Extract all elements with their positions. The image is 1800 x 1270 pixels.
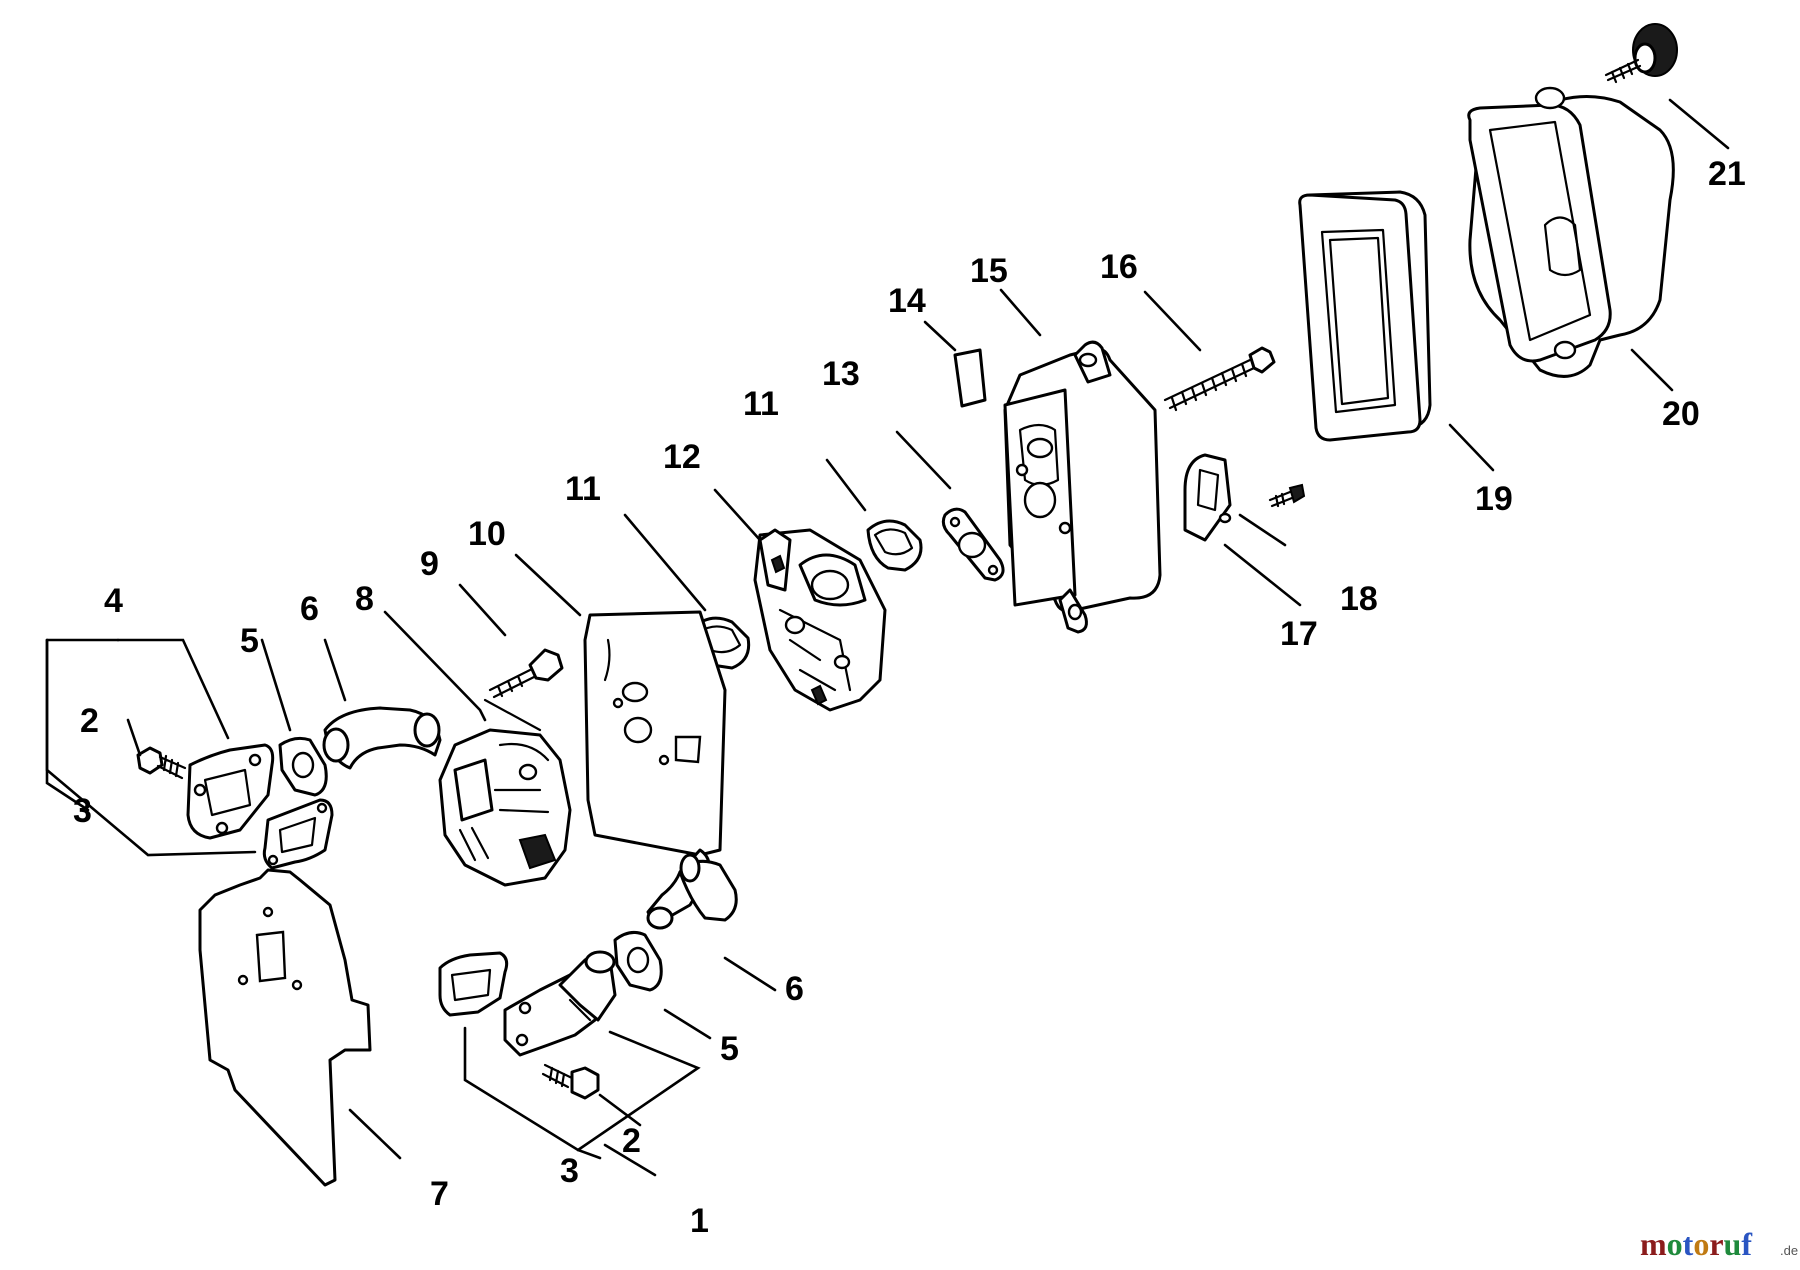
part-13-gasket bbox=[941, 507, 1005, 582]
callout-18: 18 bbox=[1340, 580, 1378, 618]
callout-10: 10 bbox=[468, 515, 506, 553]
callout-11-lower: 11 bbox=[565, 470, 601, 508]
part-5-flange-seal-upper bbox=[278, 736, 328, 797]
callout-labels: 1 2 2 3 3 4 5 5 6 6 7 8 9 10 11 11 12 13… bbox=[73, 155, 1746, 1240]
callout-12: 12 bbox=[663, 438, 701, 476]
part-1-intake-manifold-lower bbox=[503, 950, 617, 1057]
part-4-intake-manifold bbox=[186, 743, 275, 840]
callout-21: 21 bbox=[1708, 155, 1746, 193]
callout-5-upper: 5 bbox=[240, 622, 259, 660]
part-16-long-bolt bbox=[1163, 346, 1276, 412]
part-8-ignition-module bbox=[438, 698, 572, 887]
leader-lines bbox=[45, 98, 1730, 1177]
part-6-elbow-hose-lower bbox=[646, 848, 738, 930]
part-18-small-screw bbox=[1268, 483, 1306, 508]
callout-19: 19 bbox=[1475, 480, 1513, 518]
part-2-bolt-lower bbox=[541, 1063, 600, 1100]
part-3-gasket-lower bbox=[438, 951, 509, 1017]
callout-2-upper: 2 bbox=[80, 702, 99, 740]
part-7-guard-plate bbox=[198, 868, 372, 1187]
callout-9: 9 bbox=[420, 545, 439, 583]
callout-4: 4 bbox=[104, 582, 123, 620]
callout-20: 20 bbox=[1662, 395, 1700, 433]
part-20-air-cleaner-cover bbox=[1467, 86, 1675, 378]
part-10-heat-shield-plate bbox=[583, 610, 727, 857]
part-12-carburetor bbox=[753, 528, 887, 712]
watermark-logo: motoruf .de bbox=[1640, 1226, 1798, 1262]
part-17-bracket bbox=[1183, 453, 1232, 542]
part-5-flange-seal-lower bbox=[613, 930, 663, 992]
part-11-insulator-upper bbox=[866, 519, 923, 572]
part-6-elbow-hose-upper bbox=[322, 706, 442, 770]
callout-15: 15 bbox=[970, 252, 1008, 290]
callout-17: 17 bbox=[1280, 615, 1318, 653]
callout-5-lower: 5 bbox=[720, 1030, 739, 1068]
part-3-gasket-upper bbox=[262, 798, 334, 870]
callout-11-upper: 11 bbox=[743, 385, 779, 423]
callout-14: 14 bbox=[888, 282, 926, 320]
callout-6-lower: 6 bbox=[785, 970, 804, 1008]
callout-13: 13 bbox=[822, 355, 860, 393]
callout-16: 16 bbox=[1100, 248, 1138, 286]
callout-6-upper: 6 bbox=[300, 590, 319, 628]
svg-text:motoruf: motoruf bbox=[1640, 1226, 1752, 1262]
callout-3-lower: 3 bbox=[560, 1152, 579, 1190]
part-2-bolt-upper bbox=[136, 746, 187, 780]
callout-3-upper: 3 bbox=[73, 792, 92, 830]
part-15-air-cleaner-base bbox=[1003, 340, 1162, 634]
callout-2-lower: 2 bbox=[622, 1122, 641, 1160]
part-21-knob-screw bbox=[1604, 23, 1678, 84]
part-14-small-gasket bbox=[953, 348, 987, 408]
callout-1: 1 bbox=[690, 1202, 709, 1240]
part-19-air-filter bbox=[1298, 190, 1432, 442]
callout-7: 7 bbox=[430, 1175, 449, 1213]
part-9-bolt bbox=[488, 648, 564, 699]
callout-8: 8 bbox=[355, 580, 374, 618]
watermark-suffix: .de bbox=[1780, 1243, 1798, 1258]
